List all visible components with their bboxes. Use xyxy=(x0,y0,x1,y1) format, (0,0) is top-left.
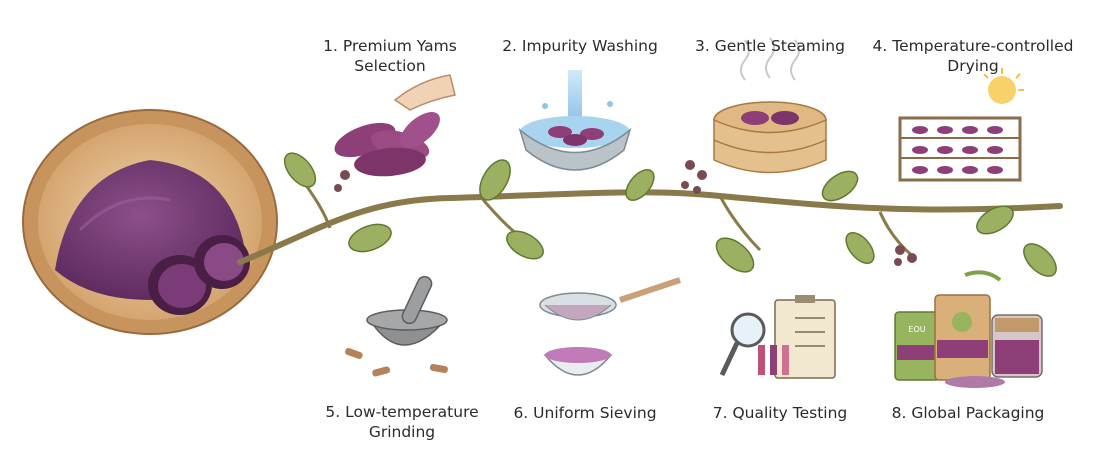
powder-bowl xyxy=(22,109,278,335)
step3-steamer-illustration xyxy=(713,37,827,174)
step6-sieve-illustration xyxy=(539,277,681,376)
step-2-line-1: 2. Impurity Washing xyxy=(502,37,658,55)
step-1-line-1: 1. Premium Yams xyxy=(323,37,457,55)
step-4-label: 4. Temperature-controlled Drying xyxy=(868,36,1078,76)
bag-label: EOU xyxy=(908,325,925,334)
step-5-line-2: Grinding xyxy=(368,423,436,441)
step-1-line-2: Selection xyxy=(354,57,426,75)
step-6-line-1: 6. Uniform Sieving xyxy=(513,404,657,422)
step-8-label: 8. Global Packaging xyxy=(878,403,1058,423)
sliced-yam xyxy=(148,235,250,315)
step-1-label: 1. Premium Yams Selection xyxy=(310,36,470,76)
step-4-line-2: Drying xyxy=(947,57,999,75)
step7-testing-illustration xyxy=(719,295,836,379)
step-5-line-1: 5. Low-temperature xyxy=(325,403,479,421)
step8-packaging-illustration: EOU xyxy=(894,270,1043,388)
step-6-label: 6. Uniform Sieving xyxy=(505,403,665,423)
vine xyxy=(237,152,1063,277)
step1-yams-illustration xyxy=(334,74,456,177)
step-7-label: 7. Quality Testing xyxy=(700,403,860,423)
step-3-label: 3. Gentle Steaming xyxy=(690,36,850,56)
step-8-line-1: 8. Global Packaging xyxy=(891,404,1045,422)
step5-mortar-illustration xyxy=(345,275,448,377)
step-3-line-1: 3. Gentle Steaming xyxy=(695,37,845,55)
step-5-label: 5. Low-temperature Grinding xyxy=(322,402,482,442)
step4-drying-illustration xyxy=(898,68,1024,182)
step-2-label: 2. Impurity Washing xyxy=(495,36,665,56)
step-7-line-1: 7. Quality Testing xyxy=(712,404,848,422)
step-4-line-1: 4. Temperature-controlled xyxy=(872,37,1074,55)
step2-washing-illustration xyxy=(518,70,632,171)
